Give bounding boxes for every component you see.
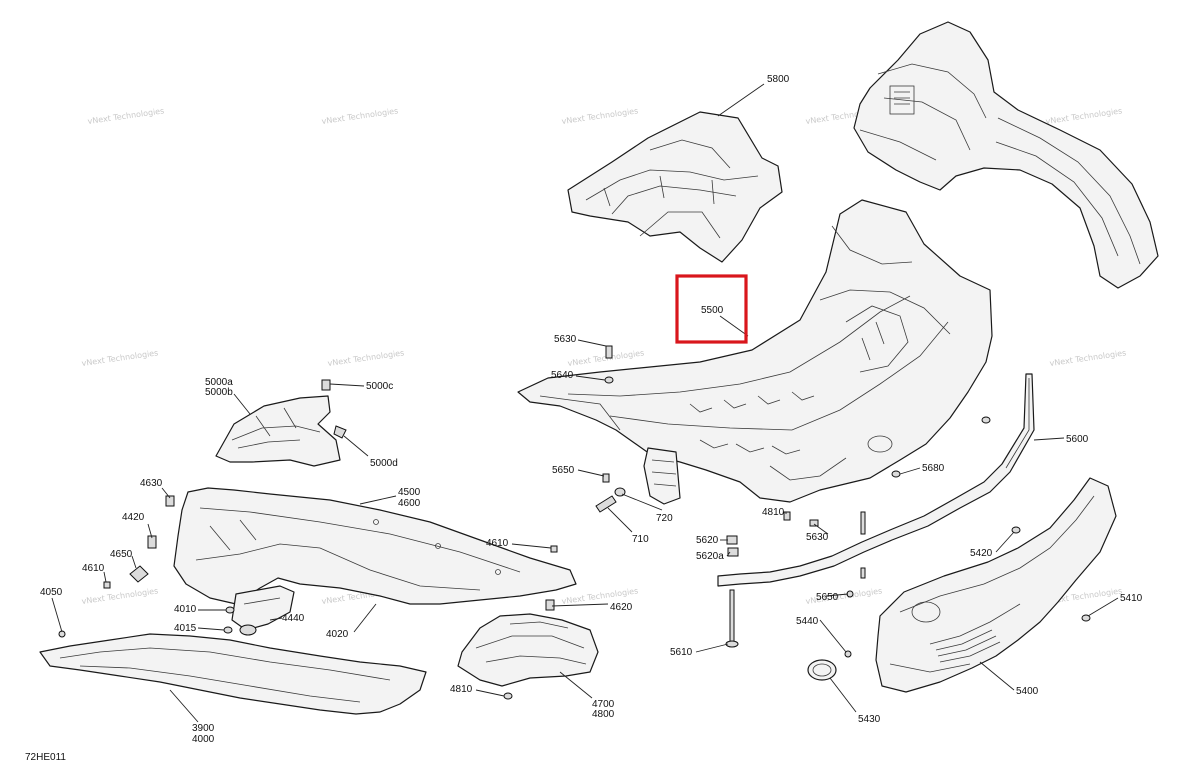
callout-4620[interactable]: 4620 bbox=[610, 602, 633, 613]
callout-5000d[interactable]: 5000d bbox=[370, 458, 398, 469]
callout-4700[interactable]: 4700 bbox=[592, 699, 615, 710]
watermark: vNext Technologies bbox=[1045, 106, 1123, 126]
callout-4610[interactable]: 4610 bbox=[486, 538, 509, 549]
callout-4650[interactable]: 4650 bbox=[110, 549, 133, 560]
part-5430 bbox=[807, 659, 837, 681]
callout-5600[interactable]: 5600 bbox=[1066, 434, 1089, 445]
callout-5420[interactable]: 5420 bbox=[970, 548, 993, 559]
watermark: vNext Technologies bbox=[321, 106, 399, 126]
callout-4015[interactable]: 4015 bbox=[174, 623, 197, 634]
callout-720[interactable]: 720 bbox=[656, 513, 673, 524]
callout-5640[interactable]: 5640 bbox=[551, 370, 574, 381]
part-5800 bbox=[567, 111, 783, 263]
callout-4630[interactable]: 4630 bbox=[140, 478, 163, 489]
callout-5800[interactable]: 5800 bbox=[767, 74, 790, 85]
callout-4500[interactable]: 4500 bbox=[398, 487, 421, 498]
callout-4600[interactable]: 4600 bbox=[398, 498, 421, 509]
callout-5400[interactable]: 5400 bbox=[1016, 686, 1039, 697]
watermark: vNext Technologies bbox=[327, 348, 405, 368]
part-720 bbox=[643, 447, 681, 505]
watermark: vNext Technologies bbox=[1049, 348, 1127, 368]
watermark: vNext Technologies bbox=[81, 348, 159, 368]
callout-4610[interactable]: 4610 bbox=[82, 563, 105, 574]
callout-labels[interactable]: 5800 5500 5630 5640 5000a 5000b 5000c 50… bbox=[40, 74, 1143, 745]
callout-4800[interactable]: 4800 bbox=[592, 709, 615, 720]
watermark: vNext Technologies bbox=[81, 586, 159, 606]
callout-4000[interactable]: 4000 bbox=[192, 734, 215, 745]
callout-5500[interactable]: 5500 bbox=[701, 305, 724, 316]
callout-5430[interactable]: 5430 bbox=[858, 714, 881, 725]
callout-3900[interactable]: 3900 bbox=[192, 723, 215, 734]
part-rear-panel bbox=[853, 21, 1159, 289]
leader-lines bbox=[51, 83, 1119, 723]
callout-710[interactable]: 710 bbox=[632, 534, 649, 545]
highlight-box-5500 bbox=[675, 274, 748, 344]
watermark: vNext Technologies bbox=[561, 106, 639, 126]
callout-5620a[interactable]: 5620a bbox=[696, 551, 724, 562]
callout-4810[interactable]: 4810 bbox=[450, 684, 473, 695]
part-4440 bbox=[231, 585, 295, 631]
callout-5650[interactable]: 5650 bbox=[552, 465, 575, 476]
callout-5410[interactable]: 5410 bbox=[1120, 593, 1143, 604]
part-5500 bbox=[517, 199, 993, 503]
callout-5630[interactable]: 5630 bbox=[806, 532, 829, 543]
callout-4810[interactable]: 4810 bbox=[762, 507, 785, 518]
callout-4440[interactable]: 4440 bbox=[282, 613, 305, 624]
callout-4020[interactable]: 4020 bbox=[326, 629, 349, 640]
callout-4010[interactable]: 4010 bbox=[174, 604, 197, 615]
callout-5680[interactable]: 5680 bbox=[922, 463, 945, 474]
part-4700 bbox=[457, 613, 599, 687]
callout-5000c[interactable]: 5000c bbox=[366, 381, 393, 392]
watermark: vNext Technologies bbox=[87, 106, 165, 126]
diagram-code: 72HE011 bbox=[25, 752, 66, 763]
callout-4420[interactable]: 4420 bbox=[122, 512, 145, 523]
part-5600 bbox=[717, 373, 1035, 587]
callout-5610[interactable]: 5610 bbox=[670, 647, 693, 658]
part-5000 bbox=[215, 395, 341, 467]
callout-5620[interactable]: 5620 bbox=[696, 535, 719, 546]
part-5400 bbox=[875, 477, 1117, 693]
callout-5440[interactable]: 5440 bbox=[796, 616, 819, 627]
callout-4050[interactable]: 4050 bbox=[40, 587, 63, 598]
callout-5650[interactable]: 5650 bbox=[816, 592, 839, 603]
part-3900 bbox=[39, 633, 427, 715]
callout-5630[interactable]: 5630 bbox=[554, 334, 577, 345]
callout-5000a[interactable]: 5000a bbox=[205, 377, 233, 388]
part-4500 bbox=[173, 487, 577, 605]
callout-5000b[interactable]: 5000b bbox=[205, 387, 233, 398]
